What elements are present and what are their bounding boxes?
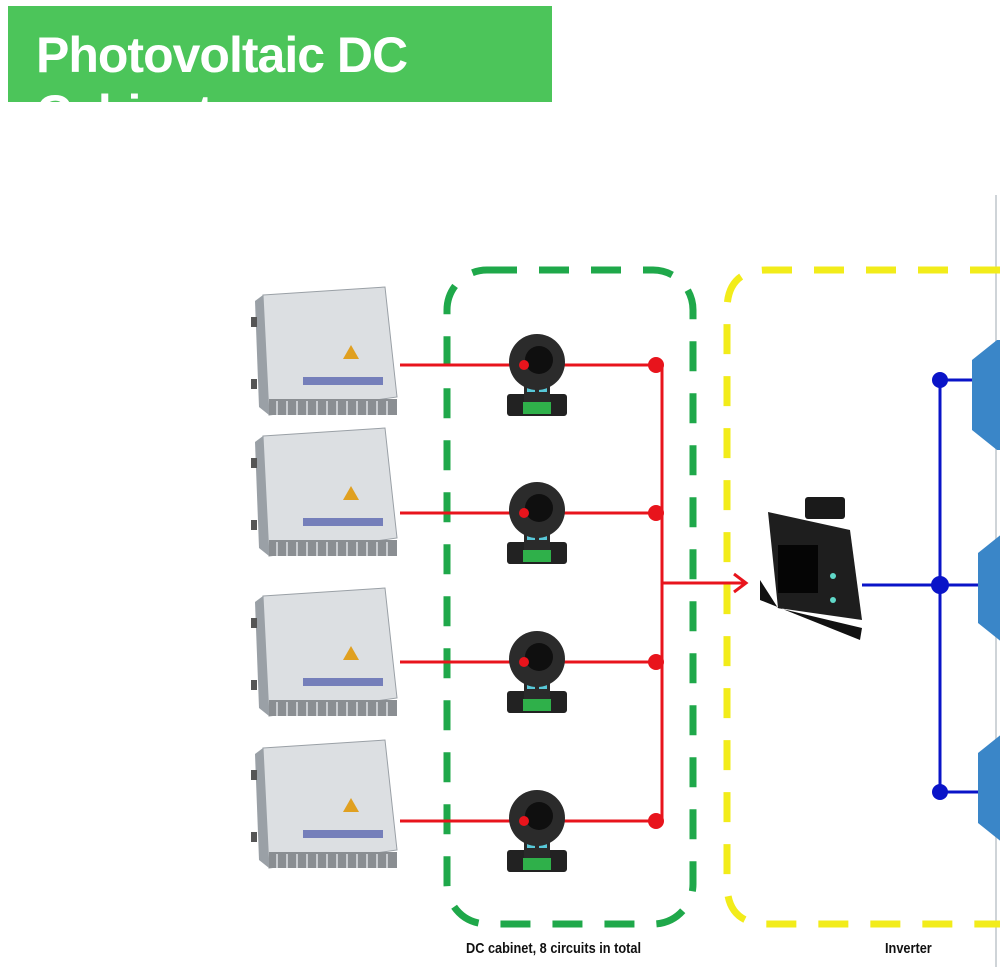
dc-cabinet-label: DC cabinet, 8 circuits in total (466, 940, 642, 957)
dc-junction-dots (648, 357, 664, 829)
inverter-frame (723, 266, 1000, 928)
inverter-sensor-device (760, 497, 862, 640)
combiner-box-1 (250, 286, 398, 416)
arrow-icon (733, 572, 749, 594)
inverter-label: Inverter (885, 940, 932, 957)
page-title: Photovoltaic DC Cabinet (36, 27, 408, 141)
current-sensor-1 (507, 334, 567, 416)
combiner-box-3 (250, 587, 398, 717)
ac-junction-dots (931, 372, 949, 800)
device-box-3 (978, 733, 1000, 843)
title-banner: Photovoltaic DC Cabinet (8, 6, 552, 141)
device-box-1 (972, 340, 1000, 450)
device-box-2 (978, 533, 1000, 643)
combiner-box-4 (250, 739, 398, 869)
current-sensor-4 (507, 790, 567, 872)
current-sensor-3 (507, 631, 567, 713)
current-sensor-2 (507, 482, 567, 564)
dc-cabinet-frame (443, 266, 697, 928)
dc-wiring (400, 363, 744, 823)
combiner-box-2 (250, 427, 398, 557)
